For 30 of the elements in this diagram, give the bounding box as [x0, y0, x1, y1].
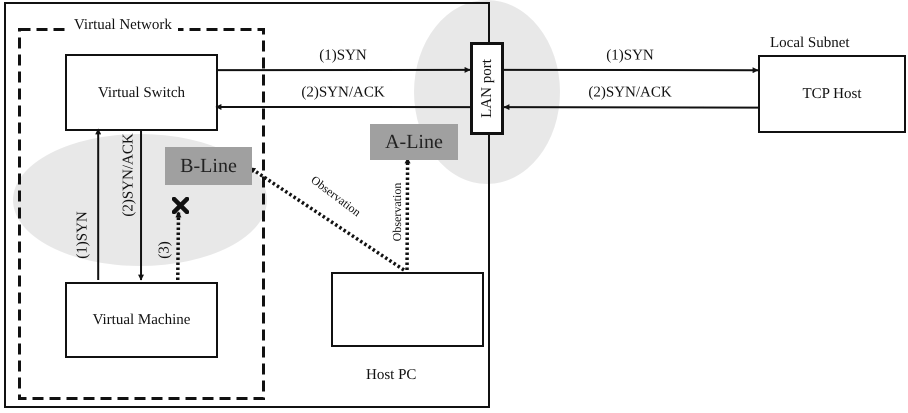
- port-box: [470, 42, 504, 135]
- process-box: [65, 54, 218, 131]
- arrow: [503, 104, 758, 110]
- arrow: [95, 128, 102, 280]
- arrow: [504, 67, 759, 74]
- node-caption: Local Subnet: [770, 35, 850, 52]
- process-box: [331, 272, 484, 347]
- node-label: Virtual Network: [68, 17, 178, 34]
- edge-label: (2)SYN/ACK: [301, 86, 385, 100]
- arrow: [138, 129, 144, 281]
- node-label: TCP Host: [802, 85, 862, 103]
- arrow: [216, 66, 471, 73]
- node-label: Host PC: [366, 367, 416, 384]
- edge-label: (2)SYN/ACK: [588, 86, 672, 100]
- line-tag: B-Line: [180, 154, 237, 178]
- tag-box: [165, 147, 252, 185]
- arrow: [215, 104, 470, 110]
- node-label: Virtual Switch: [98, 84, 185, 102]
- edge-label: (2)SYN/ACK: [122, 133, 136, 217]
- port-label: LAN port: [478, 59, 496, 118]
- node-label: Virtual Machine: [92, 311, 190, 329]
- line-tag: A-Line: [385, 130, 443, 154]
- process-box: [65, 282, 218, 358]
- edge-label: (1)SYN: [319, 48, 367, 64]
- tag-box: [370, 124, 458, 160]
- edge-label: Observation: [391, 182, 403, 242]
- edge-label: (3): [158, 241, 172, 259]
- edge-label: (1)SYN: [76, 211, 90, 259]
- edge-label: (1)SYN: [606, 48, 654, 64]
- dotted-arrow: [175, 211, 182, 280]
